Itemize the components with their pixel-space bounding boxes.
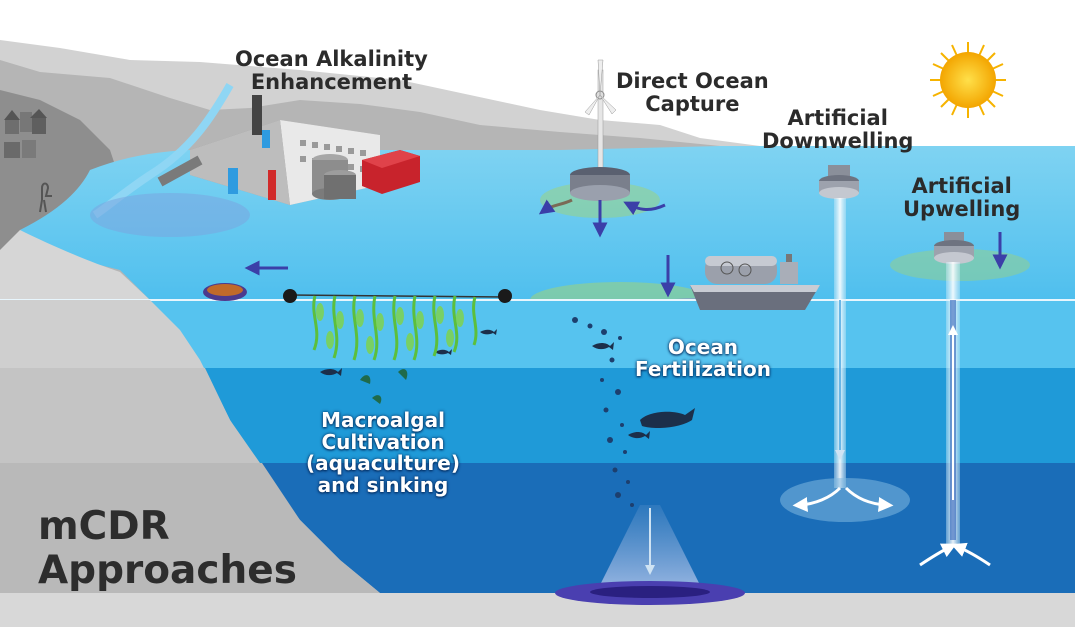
seabed	[0, 593, 1075, 627]
houses-icon	[4, 109, 47, 158]
shelf-shade	[0, 368, 260, 463]
kelp-icon	[312, 295, 478, 361]
alkaline-plume	[90, 193, 250, 237]
buoy-icon	[283, 289, 512, 303]
kelp-line	[289, 294, 506, 298]
wind-turbine-icon	[570, 59, 630, 201]
fertilization-particles	[572, 317, 634, 507]
ship-icon	[690, 254, 820, 310]
whale-icon	[640, 408, 695, 428]
doc-in-arrow	[623, 201, 666, 216]
fish-icon	[320, 329, 650, 439]
downwelling-left-arrow	[792, 486, 842, 512]
upwelling-left-arrow	[919, 543, 957, 567]
factory-icon	[157, 95, 420, 205]
upwelling-right-arrow	[951, 542, 991, 567]
sun-icon	[930, 42, 1006, 118]
kelp-leaves	[316, 303, 464, 354]
buoy-icon	[934, 232, 974, 264]
buoy-icon	[819, 165, 859, 199]
shelf-shade-deep	[0, 463, 380, 593]
beach	[0, 230, 150, 300]
heron-icon	[39, 182, 52, 213]
doc-out-arrow	[538, 198, 573, 215]
downwelling-right-arrow	[844, 486, 894, 513]
kelp-sinking	[360, 369, 408, 404]
downwelling-plume	[780, 478, 910, 522]
